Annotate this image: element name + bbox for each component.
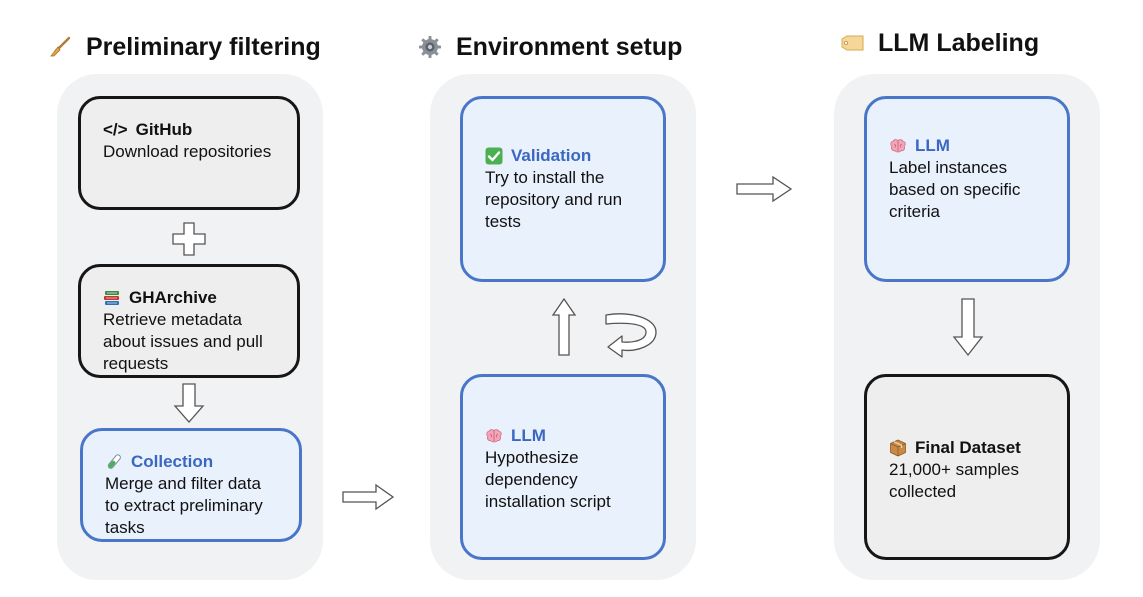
brain-icon bbox=[890, 139, 906, 153]
brain-icon bbox=[486, 429, 502, 443]
box-heading: Collection bbox=[131, 452, 214, 471]
box-heading: Validation bbox=[511, 146, 592, 165]
box-description: Label instances based on specific criter… bbox=[889, 158, 1021, 221]
gharchive-box: GHArchive Retrieve metadata about issues… bbox=[78, 264, 300, 378]
right-arrow-stage2-to-stage3 bbox=[736, 175, 793, 203]
stage-title-text: Environment setup bbox=[456, 32, 683, 61]
box-description: Hypothesize dependency installation scri… bbox=[485, 448, 611, 511]
validation-box: Validation Try to install the repository… bbox=[460, 96, 666, 282]
box-heading: LLM bbox=[915, 136, 950, 155]
box-description: 21,000+ samples collected bbox=[889, 460, 1019, 501]
books-icon bbox=[104, 291, 119, 305]
llm-label-box: LLM Label instances based on specific cr… bbox=[864, 96, 1070, 282]
box-heading: GitHub bbox=[135, 120, 193, 139]
loop-arrow-retry bbox=[605, 313, 657, 358]
collection-box: Collection Merge and filter data to extr… bbox=[80, 428, 302, 542]
box-description: Retrieve metadata about issues and pull … bbox=[103, 310, 263, 373]
gear-icon bbox=[419, 36, 441, 58]
label-tag-icon bbox=[841, 35, 864, 51]
stage-title-preliminary-filtering: Preliminary filtering bbox=[48, 30, 321, 64]
final-dataset-box: Final Dataset 21,000+ samples collected bbox=[864, 374, 1070, 560]
box-description: Download repositories bbox=[103, 142, 272, 161]
up-arrow-llm-to-validation bbox=[551, 297, 577, 356]
box-heading: GHArchive bbox=[129, 288, 217, 307]
check-mark-icon bbox=[485, 147, 503, 165]
github-box: </> GitHub Download repositories bbox=[78, 96, 300, 210]
box-description: Try to install the repository and run te… bbox=[485, 168, 623, 231]
box-description: Merge and filter data to extract prelimi… bbox=[105, 474, 263, 537]
box-heading: LLM bbox=[511, 426, 546, 445]
stage-title-environment-setup: Environment setup bbox=[418, 30, 682, 64]
down-arrow-llm-to-final-dataset bbox=[952, 298, 984, 357]
plus-connector bbox=[172, 222, 206, 256]
broom-icon bbox=[50, 36, 71, 57]
stage-title-text: LLM Labeling bbox=[878, 28, 1040, 57]
package-icon bbox=[890, 439, 906, 457]
code-icon: </> bbox=[103, 120, 128, 139]
test-tube-icon bbox=[107, 454, 121, 469]
stage-title-llm-labeling: LLM Labeling bbox=[840, 26, 1039, 60]
box-heading: Final Dataset bbox=[915, 438, 1021, 457]
llm-hypothesize-box: LLM Hypothesize dependency installation … bbox=[460, 374, 666, 560]
right-arrow-stage1-to-stage2 bbox=[342, 483, 395, 511]
down-arrow-gharchive-to-collection bbox=[173, 383, 205, 423]
stage-title-text: Preliminary filtering bbox=[86, 32, 321, 61]
